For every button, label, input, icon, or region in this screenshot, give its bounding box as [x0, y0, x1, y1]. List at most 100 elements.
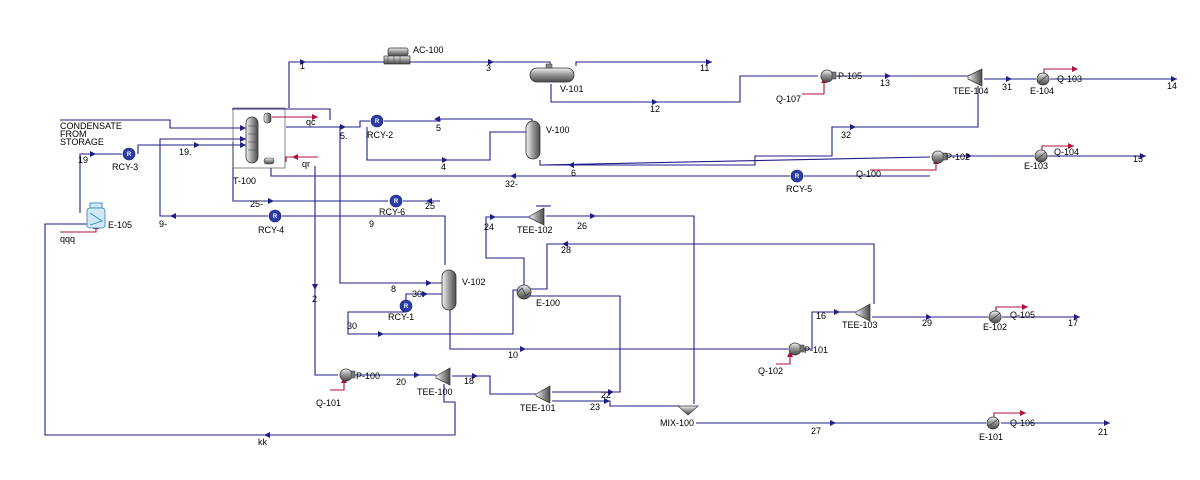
stream-30-line[interactable] — [347, 289, 521, 335]
label-p105: P-105 — [838, 71, 862, 81]
recycle-rcy5[interactable]: R — [790, 169, 804, 183]
label-tee104: TEE-104 — [953, 86, 989, 96]
label-stream-24: 24 — [484, 222, 494, 232]
recycle-rcy2[interactable]: R — [370, 114, 384, 128]
separator-v100[interactable] — [525, 120, 541, 160]
cooler-e103[interactable] — [1034, 149, 1048, 163]
stream-5b-line[interactable] — [384, 118, 533, 125]
stream-11-line[interactable] — [575, 61, 712, 66]
energy-labels: Q-100 Q-101 Q-102 Q-103 Q-104 Q-105 Q-10… — [60, 74, 1082, 428]
label-stream-28: 28 — [561, 245, 571, 255]
cooler-e102[interactable] — [988, 310, 1002, 324]
label-v100: V-100 — [546, 125, 570, 135]
stream-28-line[interactable] — [530, 243, 875, 304]
stream-23-line[interactable] — [552, 400, 680, 407]
energy-q104-line[interactable] — [1041, 145, 1074, 151]
stream-32b-line[interactable] — [270, 168, 790, 177]
recycle-rcy3[interactable]: R — [122, 147, 136, 161]
stream-1-line[interactable] — [288, 61, 384, 108]
arrow — [434, 116, 440, 122]
recycle-rcy4[interactable]: R — [268, 209, 282, 223]
separator-v101[interactable] — [529, 63, 575, 83]
stream-24-line[interactable] — [485, 216, 530, 286]
column-t100[interactable] — [232, 107, 286, 169]
stream-22-line[interactable] — [530, 295, 621, 393]
energy-streams — [60, 66, 1078, 418]
label-tee101: TEE-101 — [520, 403, 556, 413]
stream-6-line[interactable] — [539, 156, 931, 166]
label-tee100: TEE-100 — [417, 387, 453, 397]
stream-19b-line[interactable] — [137, 144, 246, 154]
arrow — [1020, 410, 1026, 416]
mixer-mix100[interactable] — [677, 405, 699, 416]
energy-q105-line[interactable] — [995, 306, 1028, 312]
arrow — [90, 151, 96, 157]
stream-32-line[interactable] — [539, 86, 979, 166]
label-q103: Q-103 — [1057, 74, 1082, 84]
label-ac100: AC-100 — [413, 45, 444, 55]
label-e105: E-105 — [108, 220, 132, 230]
label-stream-22: 22 — [601, 390, 611, 400]
label-stream-21: 21 — [1098, 427, 1108, 437]
stream-18-line[interactable] — [452, 375, 536, 395]
arrow — [787, 351, 793, 357]
stream-2-line[interactable] — [314, 166, 338, 376]
energy-qr-line[interactable] — [285, 156, 318, 162]
separator-v102[interactable] — [441, 269, 457, 311]
label-stream-4: 4 — [441, 162, 446, 172]
stream-10-line[interactable] — [449, 310, 788, 350]
stream-12-line[interactable] — [550, 75, 818, 103]
exchanger-e100[interactable] — [516, 284, 532, 300]
recycle-rcy6[interactable]: R — [389, 194, 403, 208]
tee-tee102[interactable] — [529, 207, 545, 226]
pump-p105[interactable] — [820, 69, 837, 83]
arrow — [1072, 66, 1078, 72]
label-stream-18: 18 — [464, 376, 474, 386]
label-qr: qr — [302, 159, 310, 169]
stream-5-line[interactable] — [286, 120, 370, 128]
air-cooler-ac100[interactable] — [383, 47, 411, 65]
stream-9-line[interactable] — [282, 215, 446, 265]
cooler-e101[interactable] — [986, 416, 1000, 430]
label-p102: P-102 — [946, 152, 970, 162]
arrow — [926, 314, 932, 320]
label-stream-19b: 19. — [179, 147, 192, 157]
arrow — [264, 432, 270, 438]
pump-p101[interactable] — [788, 342, 805, 356]
tee-tee103[interactable] — [855, 303, 871, 322]
tee-tee100[interactable] — [435, 367, 451, 386]
arrow — [488, 59, 494, 65]
label-rcy2: RCY-2 — [367, 130, 393, 140]
stream-8-line[interactable] — [339, 126, 444, 284]
label-stream-30: 30 — [347, 321, 357, 331]
label-stream-5b: 5. — [340, 131, 348, 141]
energy-q101-line[interactable] — [330, 379, 345, 391]
cooler-e104[interactable] — [1036, 72, 1050, 86]
arrow — [490, 214, 496, 220]
stream-19-line[interactable] — [60, 119, 246, 129]
label-stream-5: 5 — [436, 123, 441, 133]
stream-3-line[interactable] — [410, 61, 551, 69]
stream-4-line[interactable] — [366, 127, 526, 161]
stream-kk-line[interactable] — [44, 223, 456, 436]
recycle-rcy1[interactable]: R — [399, 299, 413, 313]
energy-q103-line[interactable] — [1043, 68, 1076, 74]
stream-t100-frame — [232, 108, 331, 120]
stream-rcy3-in[interactable] — [79, 153, 122, 213]
energy-q106-line[interactable] — [993, 412, 1026, 418]
energy-q102-line[interactable] — [776, 353, 791, 365]
label-e102: E-102 — [983, 322, 1007, 332]
label-mix100: MIX-100 — [660, 418, 694, 428]
svg-text:R: R — [404, 304, 409, 310]
stream-9b-line[interactable] — [159, 138, 268, 217]
pump-p102[interactable] — [931, 150, 948, 164]
tee-tee104[interactable] — [967, 68, 983, 87]
heater-e105[interactable] — [86, 202, 106, 229]
label-v101: V-101 — [560, 84, 584, 94]
tee-tee101[interactable] — [535, 385, 551, 404]
pump-p100[interactable] — [339, 368, 356, 382]
stream-16-line[interactable] — [802, 311, 856, 350]
label-tee103: TEE-103 — [842, 320, 878, 330]
arrow — [170, 213, 176, 219]
label-feed-line3: STORAGE — [60, 137, 104, 147]
